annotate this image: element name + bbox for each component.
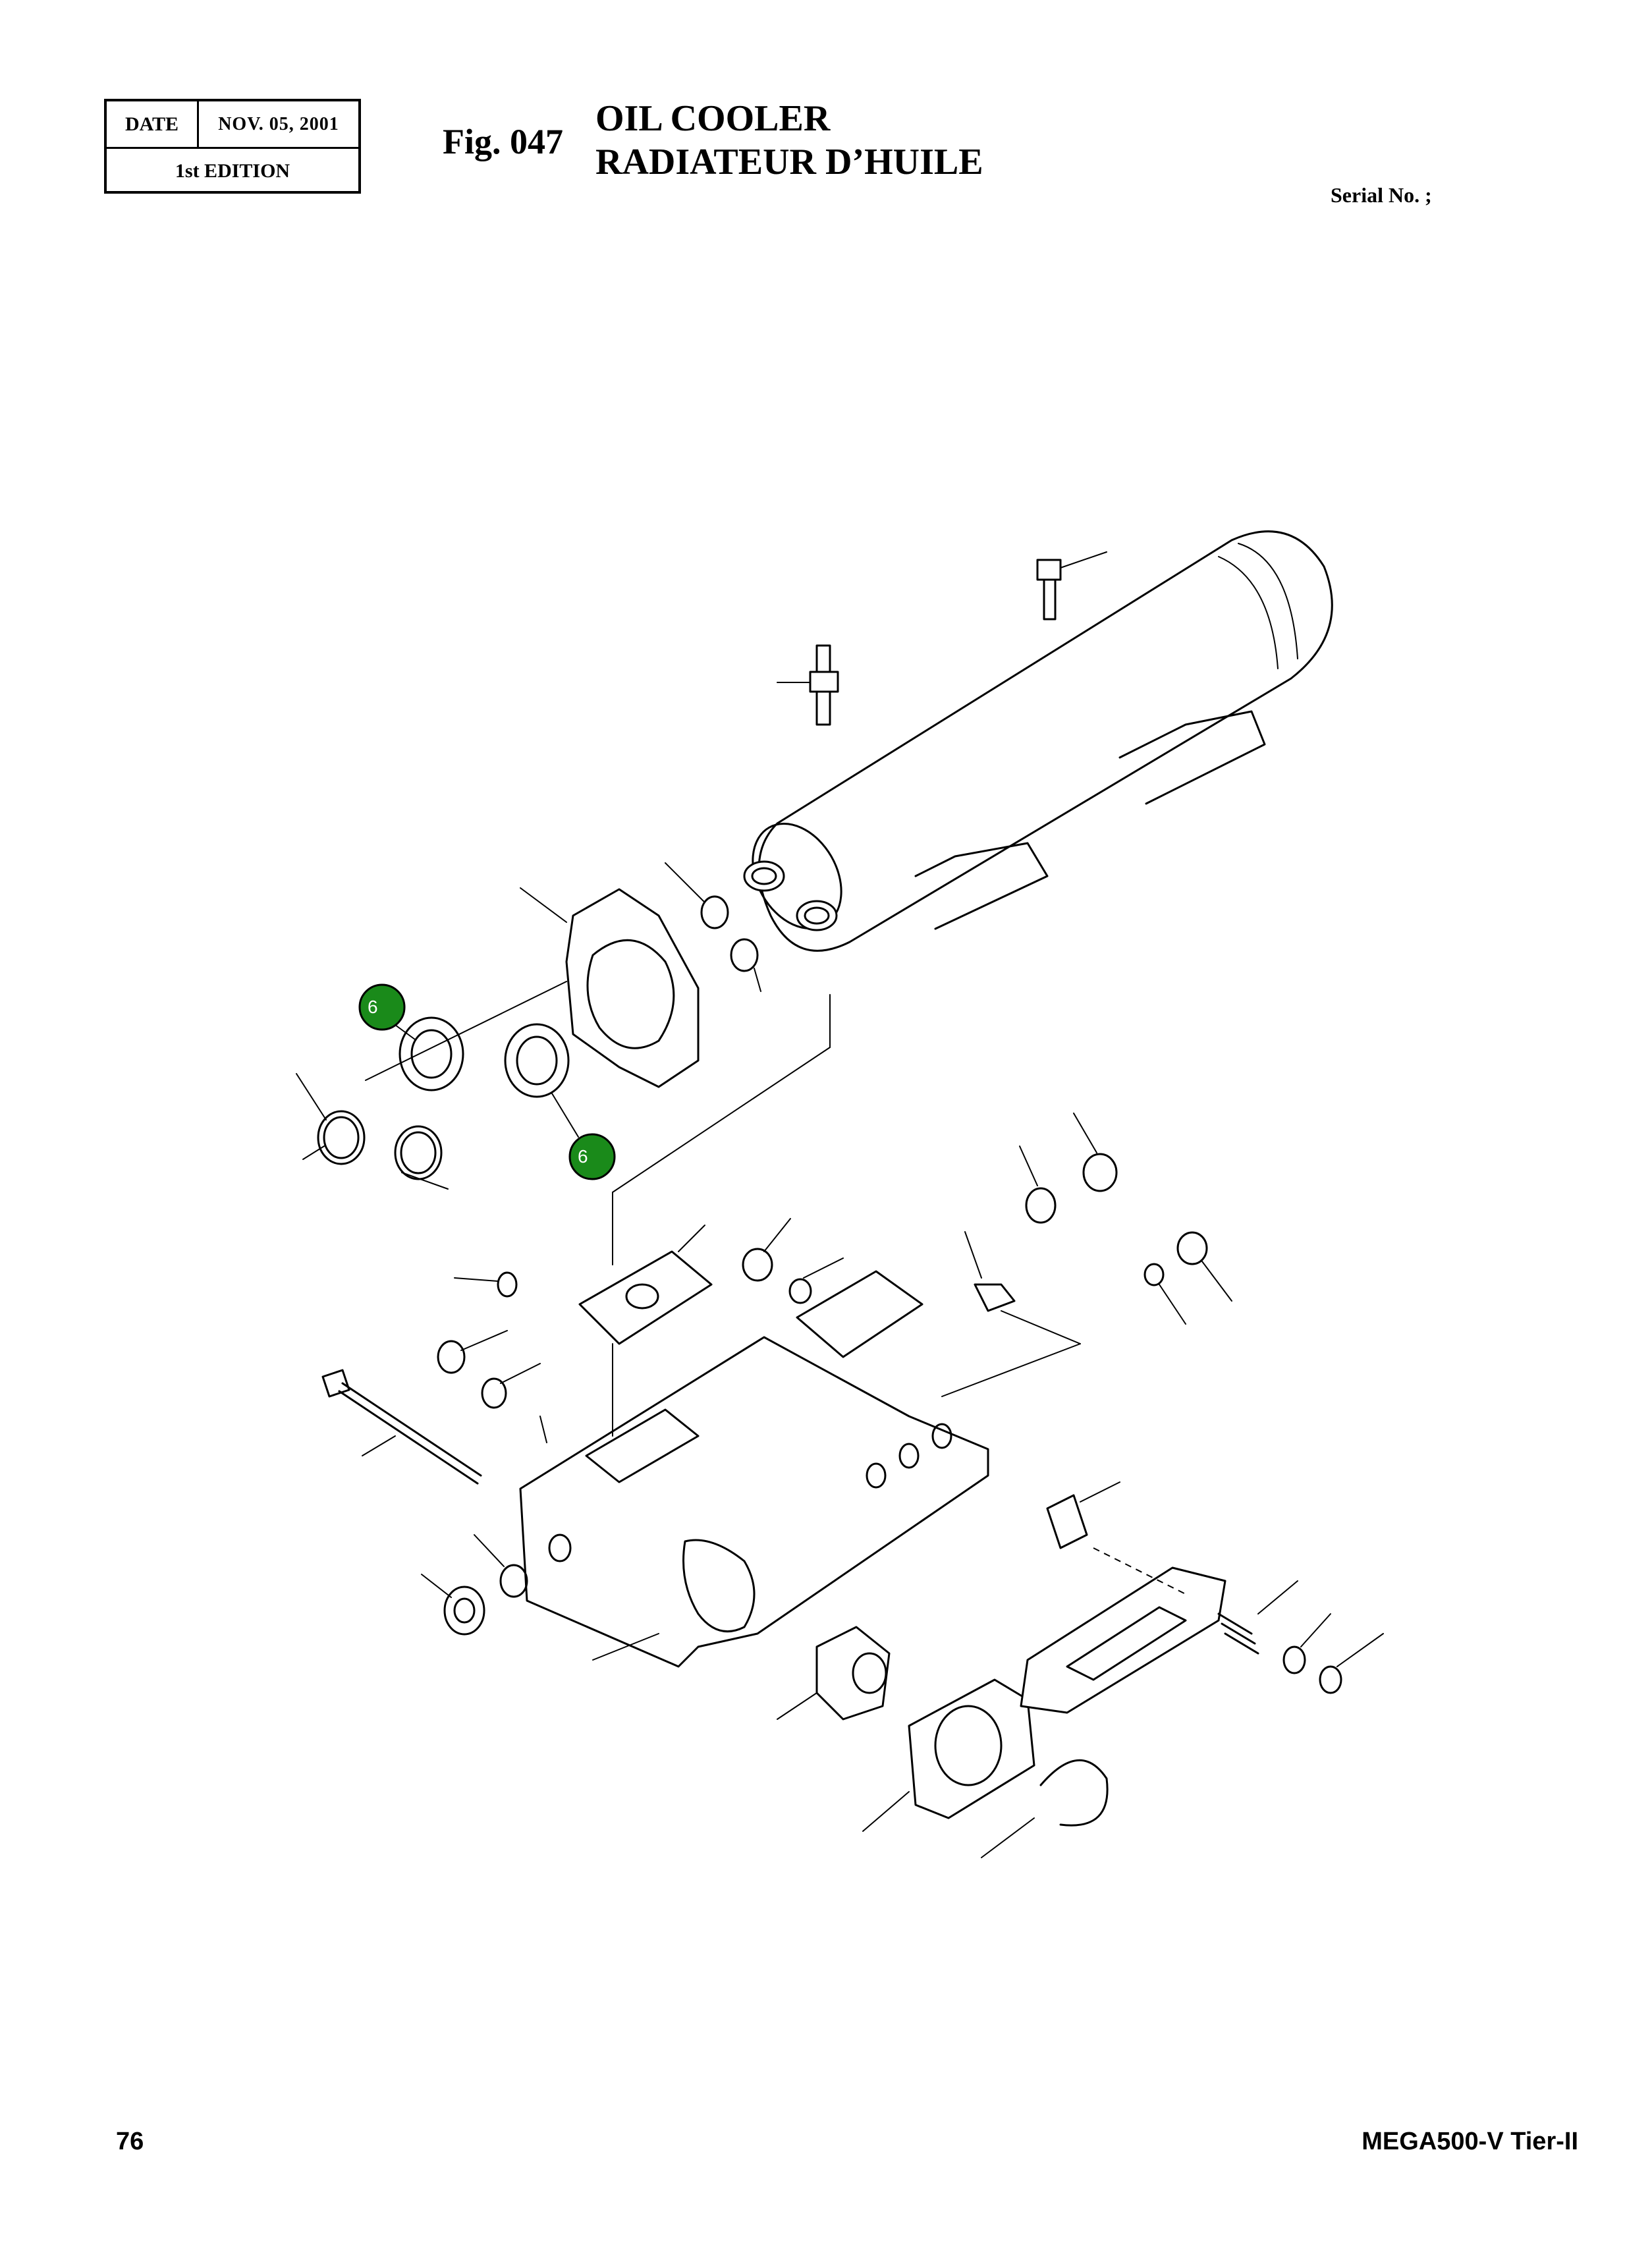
washer [1282, 1613, 1331, 1674]
plug-right-mid [1143, 1231, 1232, 1325]
plug-left-mid [437, 1330, 541, 1409]
callout-label: 6 [578, 1146, 588, 1167]
plug-center [742, 1218, 844, 1304]
flange-plate [520, 887, 700, 1088]
plug-left-upper [454, 1271, 518, 1298]
gasket-large [862, 1678, 1035, 1832]
callout-label: 6 [368, 997, 378, 1017]
edition-label: 1st EDITION [175, 160, 290, 182]
assembly-guide-lines [539, 994, 1186, 1595]
snap-ring-small [1319, 1633, 1384, 1694]
spring [1217, 1580, 1298, 1655]
flanged-bushings [399, 1016, 570, 1098]
gasket-long [1020, 1566, 1226, 1714]
seal-rings [296, 981, 567, 1190]
model-name: MEGA500-V Tier-II [1362, 2128, 1578, 2155]
figure-number: Fig. 047 [443, 122, 563, 161]
small-gasket [578, 1225, 713, 1345]
main-housing [519, 1270, 989, 1668]
thermostat [777, 1626, 891, 1721]
page-number: 76 [116, 2128, 144, 2155]
cooler-cylinder [752, 530, 1333, 952]
title-french: RADIATEUR D’HUILE [595, 142, 983, 182]
cooler-nozzles [743, 860, 838, 931]
stud-bolt [777, 644, 839, 726]
date-label: DATE [107, 101, 199, 147]
callout-6-upper[interactable]: 6 [358, 983, 416, 1040]
date-row: DATE NOV. 05, 2001 [107, 101, 358, 149]
plug-right-upper [1019, 1113, 1118, 1224]
title-english: OIL COOLER [595, 98, 831, 139]
long-bolt [321, 1369, 482, 1485]
snap-ring-large [981, 1759, 1109, 1858]
o-rings-flange [665, 862, 761, 992]
valve-stem [964, 1231, 1016, 1312]
date-edition-box: DATE NOV. 05, 2001 1st EDITION [104, 99, 361, 194]
nozzle-fitting [1046, 1481, 1120, 1549]
plug-left-lower [421, 1534, 528, 1636]
bolt-top [1036, 551, 1107, 621]
serial-number-label: Serial No. ; [1331, 183, 1432, 207]
callout-6-lower[interactable]: 6 [551, 1093, 616, 1180]
date-value: NOV. 05, 2001 [218, 113, 339, 134]
